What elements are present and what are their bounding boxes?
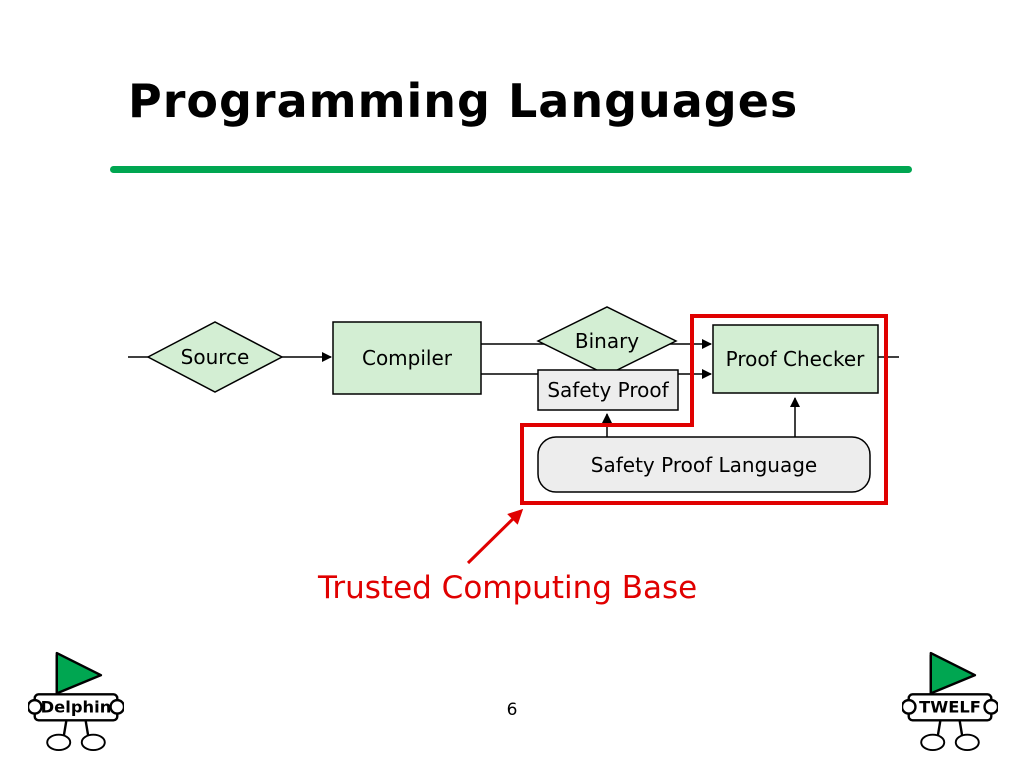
compiler-node [332, 321, 482, 395]
proof-checker-node [712, 324, 879, 394]
twelf-foot [920, 733, 946, 751]
delphin-logo: Delphin [28, 651, 124, 751]
tcb-caption: Trusted Computing Base [318, 570, 698, 606]
binary-node [536, 306, 678, 376]
delphin-mascot: Delphin [28, 651, 124, 751]
delphin-hand [109, 698, 124, 715]
twelf-hand [902, 698, 917, 715]
safety-proof-label: Safety Proof [547, 378, 669, 402]
binary-label: Binary [575, 329, 639, 353]
tcb-arrow [466, 508, 524, 565]
delphin-label: Delphin [41, 698, 112, 717]
twelf-hand [983, 698, 998, 715]
twelf-logo: TWELF [902, 651, 998, 751]
proof-checker-label: Proof Checker [726, 347, 865, 371]
delphin-hand [28, 698, 43, 715]
source-label: Source [181, 345, 250, 369]
title-underline [110, 166, 912, 173]
page-number: 6 [506, 700, 518, 720]
page-title: Programming Languages [128, 74, 799, 128]
delphin-foot [46, 733, 72, 751]
twelf-sail-icon [929, 651, 977, 695]
safety-proof-language-label: Safety Proof Language [591, 453, 817, 477]
twelf-label: TWELF [919, 698, 981, 717]
twelf-mascot: TWELF [902, 651, 998, 751]
source-node [146, 321, 284, 393]
tcb-outline [520, 314, 888, 505]
delphin-foot [80, 733, 106, 751]
safety-proof-language-node [537, 436, 871, 493]
delphin-sail-icon [55, 651, 103, 695]
twelf-foot [954, 733, 980, 751]
safety-proof-node [537, 369, 679, 411]
compiler-label: Compiler [362, 346, 453, 370]
